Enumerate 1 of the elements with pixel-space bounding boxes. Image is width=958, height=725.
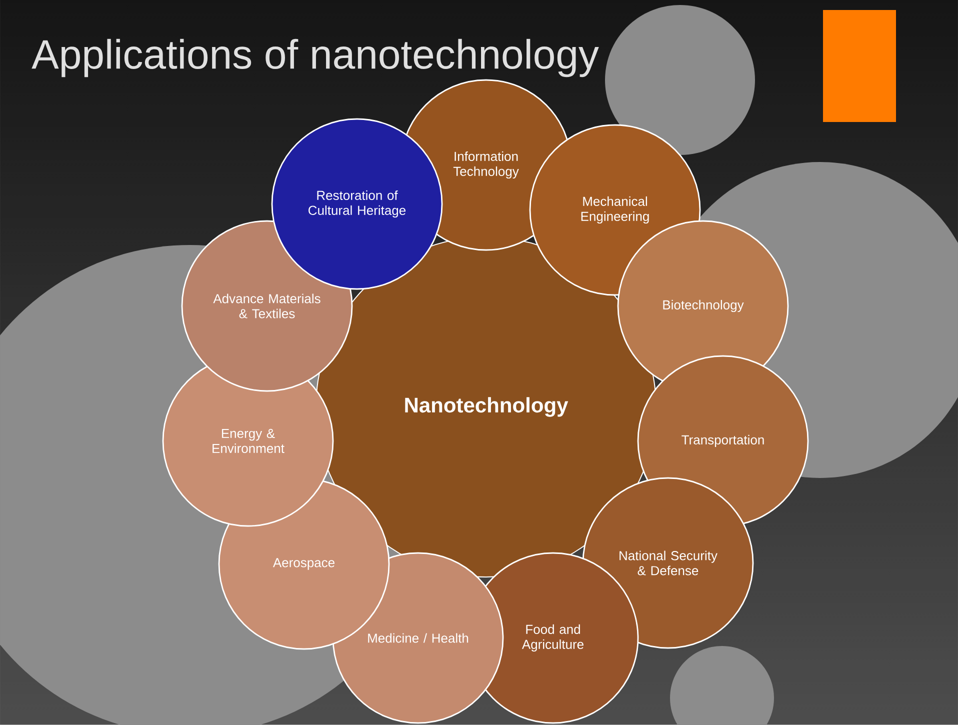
slide-title: Applications of nanotechnology bbox=[32, 38, 599, 78]
